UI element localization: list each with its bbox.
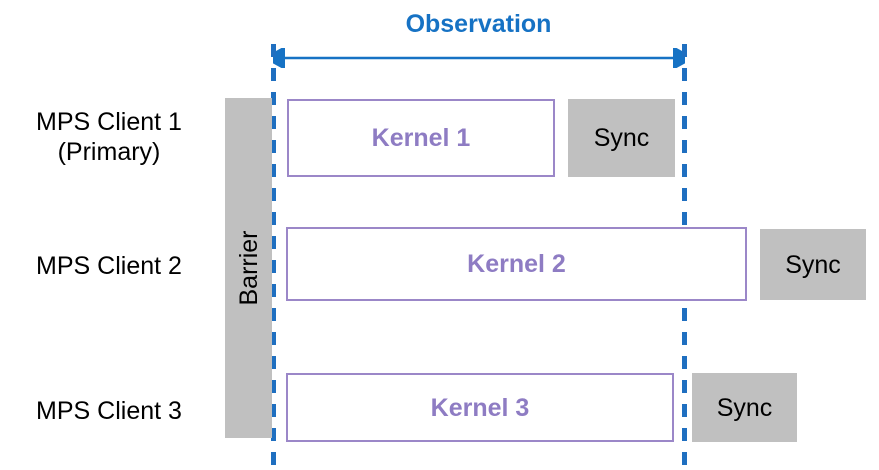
barrier-block: Barrier bbox=[225, 98, 272, 438]
observation-title: Observation bbox=[405, 10, 552, 38]
sync-box-3: Sync bbox=[692, 373, 797, 442]
kernel-label-2: Kernel 2 bbox=[467, 250, 566, 278]
observation-arrow bbox=[263, 46, 695, 70]
sync-box-1: Sync bbox=[568, 99, 675, 177]
sync-box-2: Sync bbox=[760, 229, 866, 300]
client-label-1: MPS Client 1 (Primary) bbox=[36, 108, 182, 166]
kernel-box-1 bbox=[287, 99, 555, 177]
kernel-label-1: Kernel 1 bbox=[371, 124, 471, 152]
observation-start-line bbox=[271, 44, 276, 470]
kernel-label-3: Kernel 3 bbox=[430, 394, 530, 422]
kernel-box-3 bbox=[286, 373, 674, 442]
client-label-3: MPS Client 3 bbox=[36, 397, 182, 425]
kernel-box-2 bbox=[286, 227, 747, 301]
client-label-2: MPS Client 2 bbox=[36, 252, 182, 280]
barrier-label: Barrier bbox=[234, 230, 263, 306]
